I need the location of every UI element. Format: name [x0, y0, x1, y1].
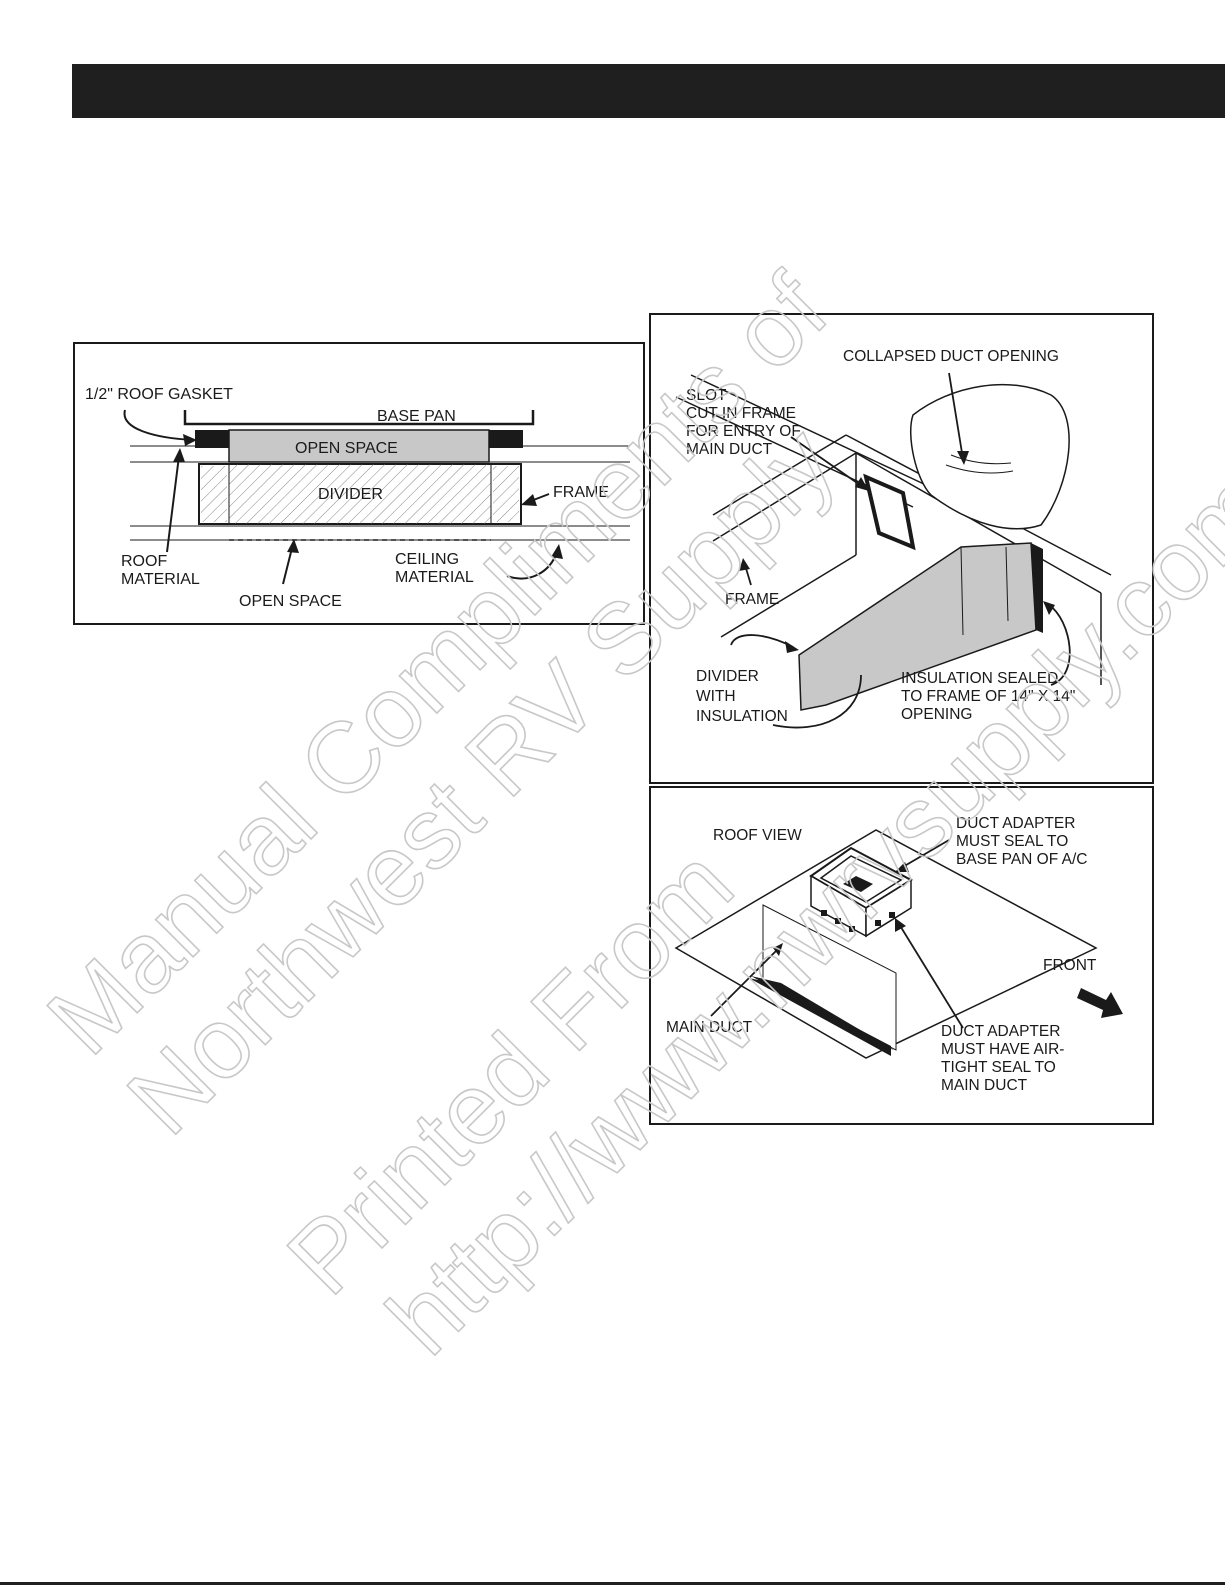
gasket-arrow — [123, 409, 194, 441]
divider-arrowhead — [785, 641, 799, 653]
frame-arrowhead — [521, 494, 537, 506]
label-collapsed-duct: COLLAPSED DUCT OPENING — [843, 348, 1059, 365]
frame-rail — [712, 434, 847, 516]
label-insulation-2: TO FRAME OF 14" X 14" — [901, 688, 1075, 705]
open-space-bottom-arrowhead — [287, 539, 299, 553]
main-duct-side — [762, 904, 897, 1051]
collapsed-duct-crease — [945, 464, 1014, 474]
frame-right-wood — [493, 466, 519, 522]
label-adapter-base-2: MUST SEAL TO — [956, 833, 1068, 850]
label-divider-1: DIVIDER — [696, 668, 759, 685]
gasket-right — [489, 430, 523, 448]
adapter-duct-arrow — [898, 923, 964, 1029]
adapter-tab — [889, 912, 895, 918]
divider-block — [228, 463, 492, 525]
open-space-top — [228, 429, 490, 463]
adapter-tab — [821, 910, 827, 916]
label-roof-gasket: 1/2" ROOF GASKET — [85, 386, 233, 403]
roof-view-diagram: ROOF VIEW DUCT ADAPTER MUST SEAL TO BASE… — [666, 815, 1123, 1094]
label-roof-material-2: MATERIAL — [121, 571, 200, 588]
ceiling-arrow — [506, 551, 558, 580]
main-duct-opening — [751, 976, 894, 1050]
adapter-tab — [835, 918, 841, 924]
header-bar — [72, 64, 1225, 118]
label-divider: DIVIDER — [318, 486, 383, 503]
slot-arrowhead — [855, 477, 869, 491]
label-slot-1: SLOT — [686, 387, 727, 404]
label-insulation-3: OPENING — [901, 706, 972, 723]
label-frame: FRAME — [553, 484, 609, 501]
insulation-arrow — [772, 674, 862, 729]
insulation-sealed-arrowhead — [1043, 601, 1055, 615]
front-arrow-icon — [1077, 988, 1123, 1018]
gasket-arrowhead — [183, 434, 197, 446]
main-duct-arrow — [710, 947, 780, 1017]
label-roof-material-1: ROOF — [121, 553, 167, 570]
frame-view-panel: COLLAPSED DUCT OPENING SLOT CUT IN FRAME… — [649, 313, 1154, 784]
label-base-pan: BASE PAN — [377, 408, 456, 425]
roof-material-arrowhead — [173, 448, 185, 462]
label-open-space-top: OPEN SPACE — [295, 440, 398, 457]
frame-left-wood — [201, 466, 227, 522]
adapter-tab — [849, 926, 855, 932]
label-adapter-duct-3: TIGHT SEAL TO — [941, 1059, 1056, 1076]
roof-view-panel: ROOF VIEW DUCT ADAPTER MUST SEAL TO BASE… — [649, 786, 1154, 1125]
main-duct-arrowhead — [773, 943, 783, 956]
frame-rail — [855, 452, 1102, 594]
frame-view-diagram: COLLAPSED DUCT OPENING SLOT CUT IN FRAME… — [675, 348, 1112, 729]
roof-material-arrow — [166, 455, 180, 553]
adapter-base-arrowhead — [895, 862, 909, 872]
label-divider-2: WITH — [696, 688, 736, 705]
frame-rail — [690, 374, 927, 486]
adapter-duct-arrowhead — [895, 918, 906, 932]
label-adapter-duct-2: MUST HAVE AIR- — [941, 1041, 1064, 1058]
frame-label-arrowhead — [739, 558, 750, 571]
ceiling-arrowhead — [551, 544, 563, 559]
collapsed-duct — [909, 383, 1070, 530]
divider-edge — [1031, 543, 1043, 633]
label-insulation-1: INSULATION SEALED — [901, 670, 1058, 687]
slot-arrow — [790, 436, 864, 488]
divider-fold — [960, 546, 964, 636]
section-view-diagram: 1/2" ROOF GASKET BASE PAN OPEN SPACE DIV… — [85, 386, 630, 610]
collapsed-duct-arrowhead — [957, 451, 969, 465]
divider-arrow — [730, 634, 794, 648]
label-adapter-duct-1: DUCT ADAPTER — [941, 1023, 1060, 1040]
label-frame: FRAME — [725, 591, 779, 608]
label-divider-3: INSULATION — [696, 708, 788, 725]
collapsed-duct-crease — [950, 454, 1012, 465]
roof-plane — [674, 829, 1098, 1059]
adapter-base-arrow — [900, 839, 950, 869]
slot-opening — [863, 473, 916, 551]
base-pan-outline — [183, 410, 535, 426]
divider-fold — [1005, 546, 1009, 622]
label-adapter-base-3: BASE PAN OF A/C — [956, 851, 1088, 868]
gasket-left — [195, 430, 229, 448]
label-adapter-base-1: DUCT ADAPTER — [956, 815, 1075, 832]
section-view-panel: 1/2" ROOF GASKET BASE PAN OPEN SPACE DIV… — [73, 342, 645, 625]
label-ceiling-material-1: CEILING — [395, 551, 459, 568]
label-adapter-duct-4: MAIN DUCT — [941, 1077, 1028, 1094]
main-duct-shadow — [749, 978, 891, 1056]
label-slot-2: CUT IN FRAME — [686, 405, 796, 422]
frame-rail — [720, 554, 857, 638]
label-open-space-bottom: OPEN SPACE — [239, 593, 342, 610]
label-slot-4: MAIN DUCT — [686, 441, 773, 458]
label-ceiling-material-2: MATERIAL — [395, 569, 474, 586]
insulation-sealed-arrow — [1048, 604, 1071, 686]
collapsed-duct-arrow — [948, 372, 964, 460]
label-roof-view: ROOF VIEW — [713, 827, 802, 844]
label-slot-3: FOR ENTRY OF — [686, 423, 801, 440]
label-front: FRONT — [1043, 957, 1097, 974]
duct-adapter-hole — [843, 876, 873, 892]
label-main-duct: MAIN DUCT — [666, 1019, 753, 1036]
frame-rail — [712, 452, 857, 542]
footer-rule — [0, 1582, 1225, 1585]
adapter-tab — [875, 920, 881, 926]
